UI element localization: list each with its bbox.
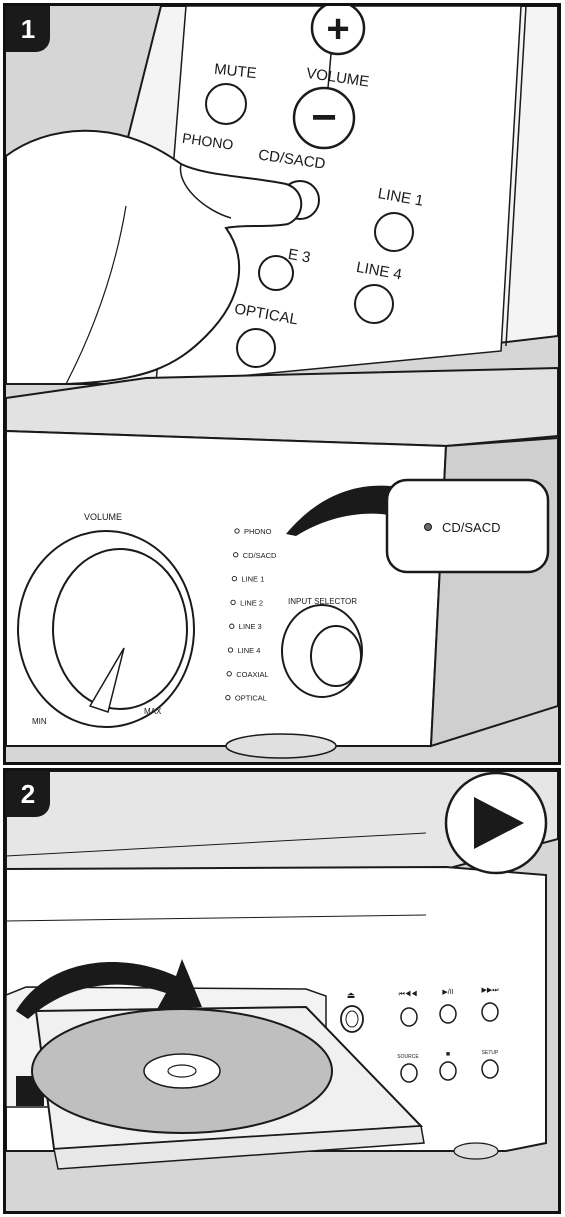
- amp-input-label: LINE 2: [240, 598, 263, 607]
- cd-sacd-callout: CD/SACD: [387, 480, 548, 572]
- step-2-illustration: ⏏ ⏮◀◀ ▶/II ▶▶⏭ SOURCE ■ SETUP: [6, 771, 558, 1211]
- setup-button[interactable]: [482, 1060, 498, 1078]
- amp-max-label: MAX: [144, 707, 162, 716]
- remote-line4-button[interactable]: [355, 285, 393, 323]
- amp-input-label: LINE 3: [239, 622, 262, 631]
- amp-volume-label: VOLUME: [84, 512, 122, 522]
- source-button[interactable]: [401, 1064, 417, 1082]
- volume-down-symbol: −: [311, 93, 337, 142]
- step-1-badge: 1: [6, 6, 50, 52]
- step-2-badge: 2: [6, 771, 50, 817]
- callout-label: CD/SACD: [442, 520, 501, 535]
- play-pause-button[interactable]: [440, 1005, 456, 1023]
- remote-mute-button[interactable]: [206, 84, 246, 124]
- remote-line3-button[interactable]: [259, 256, 293, 290]
- stop-button[interactable]: [440, 1062, 456, 1080]
- amp-input-label: PHONO: [244, 527, 272, 536]
- amp-min-label: MIN: [32, 717, 47, 726]
- amp-input-led-0: [235, 529, 239, 533]
- step-1-illustration: + − VOLUME MUTE PHONO CD/SACD LINE 1 E 3…: [6, 6, 558, 762]
- eject-icon: ⏏: [347, 990, 356, 1000]
- amp-input-label: LINE 1: [241, 575, 264, 584]
- amp-input-selector-knob[interactable]: [311, 626, 361, 686]
- amp-volume-knob[interactable]: [53, 549, 187, 709]
- amp-input-led-6: [227, 672, 231, 676]
- setup-label: SETUP: [482, 1050, 499, 1056]
- amp-input-led-4: [230, 624, 234, 628]
- callout-led-indicator: [425, 524, 432, 531]
- amp-input-led-3: [231, 600, 235, 604]
- amp-input-led-7: [226, 695, 230, 699]
- amp-input-label: CD/SACD: [243, 551, 277, 560]
- step-2-panel: 2 ⏏ ⏮◀◀ ▶/II ▶▶: [3, 768, 561, 1214]
- stop-icon: ■: [446, 1051, 450, 1058]
- skip-back-icon: ⏮◀◀: [399, 990, 418, 998]
- amp-input-label: OPTICAL: [235, 694, 267, 703]
- play-pause-icon: ▶/II: [442, 989, 453, 996]
- remote-line1-button[interactable]: [375, 213, 413, 251]
- step-1-panel: 1 + − VOLUME MUTE PHONO CD/SACD LINE 1: [3, 3, 561, 765]
- amp-input-label: COAXIAL: [236, 670, 269, 679]
- cd-player: ⏏ ⏮◀◀ ▶/II ▶▶⏭ SOURCE ■ SETUP: [6, 867, 546, 1169]
- skip-forward-icon: ▶▶⏭: [481, 987, 499, 994]
- amp-input-led-5: [228, 648, 232, 652]
- volume-up-symbol: +: [326, 7, 349, 51]
- source-label: SOURCE: [397, 1054, 419, 1060]
- skip-back-button[interactable]: [401, 1008, 417, 1026]
- amp-input-led-1: [234, 553, 238, 557]
- amp-input-led-2: [232, 576, 236, 580]
- play-badge: [446, 773, 546, 873]
- amp-input-label: LINE 4: [238, 646, 261, 655]
- remote-optical-button[interactable]: [237, 329, 275, 367]
- skip-forward-button[interactable]: [482, 1003, 498, 1021]
